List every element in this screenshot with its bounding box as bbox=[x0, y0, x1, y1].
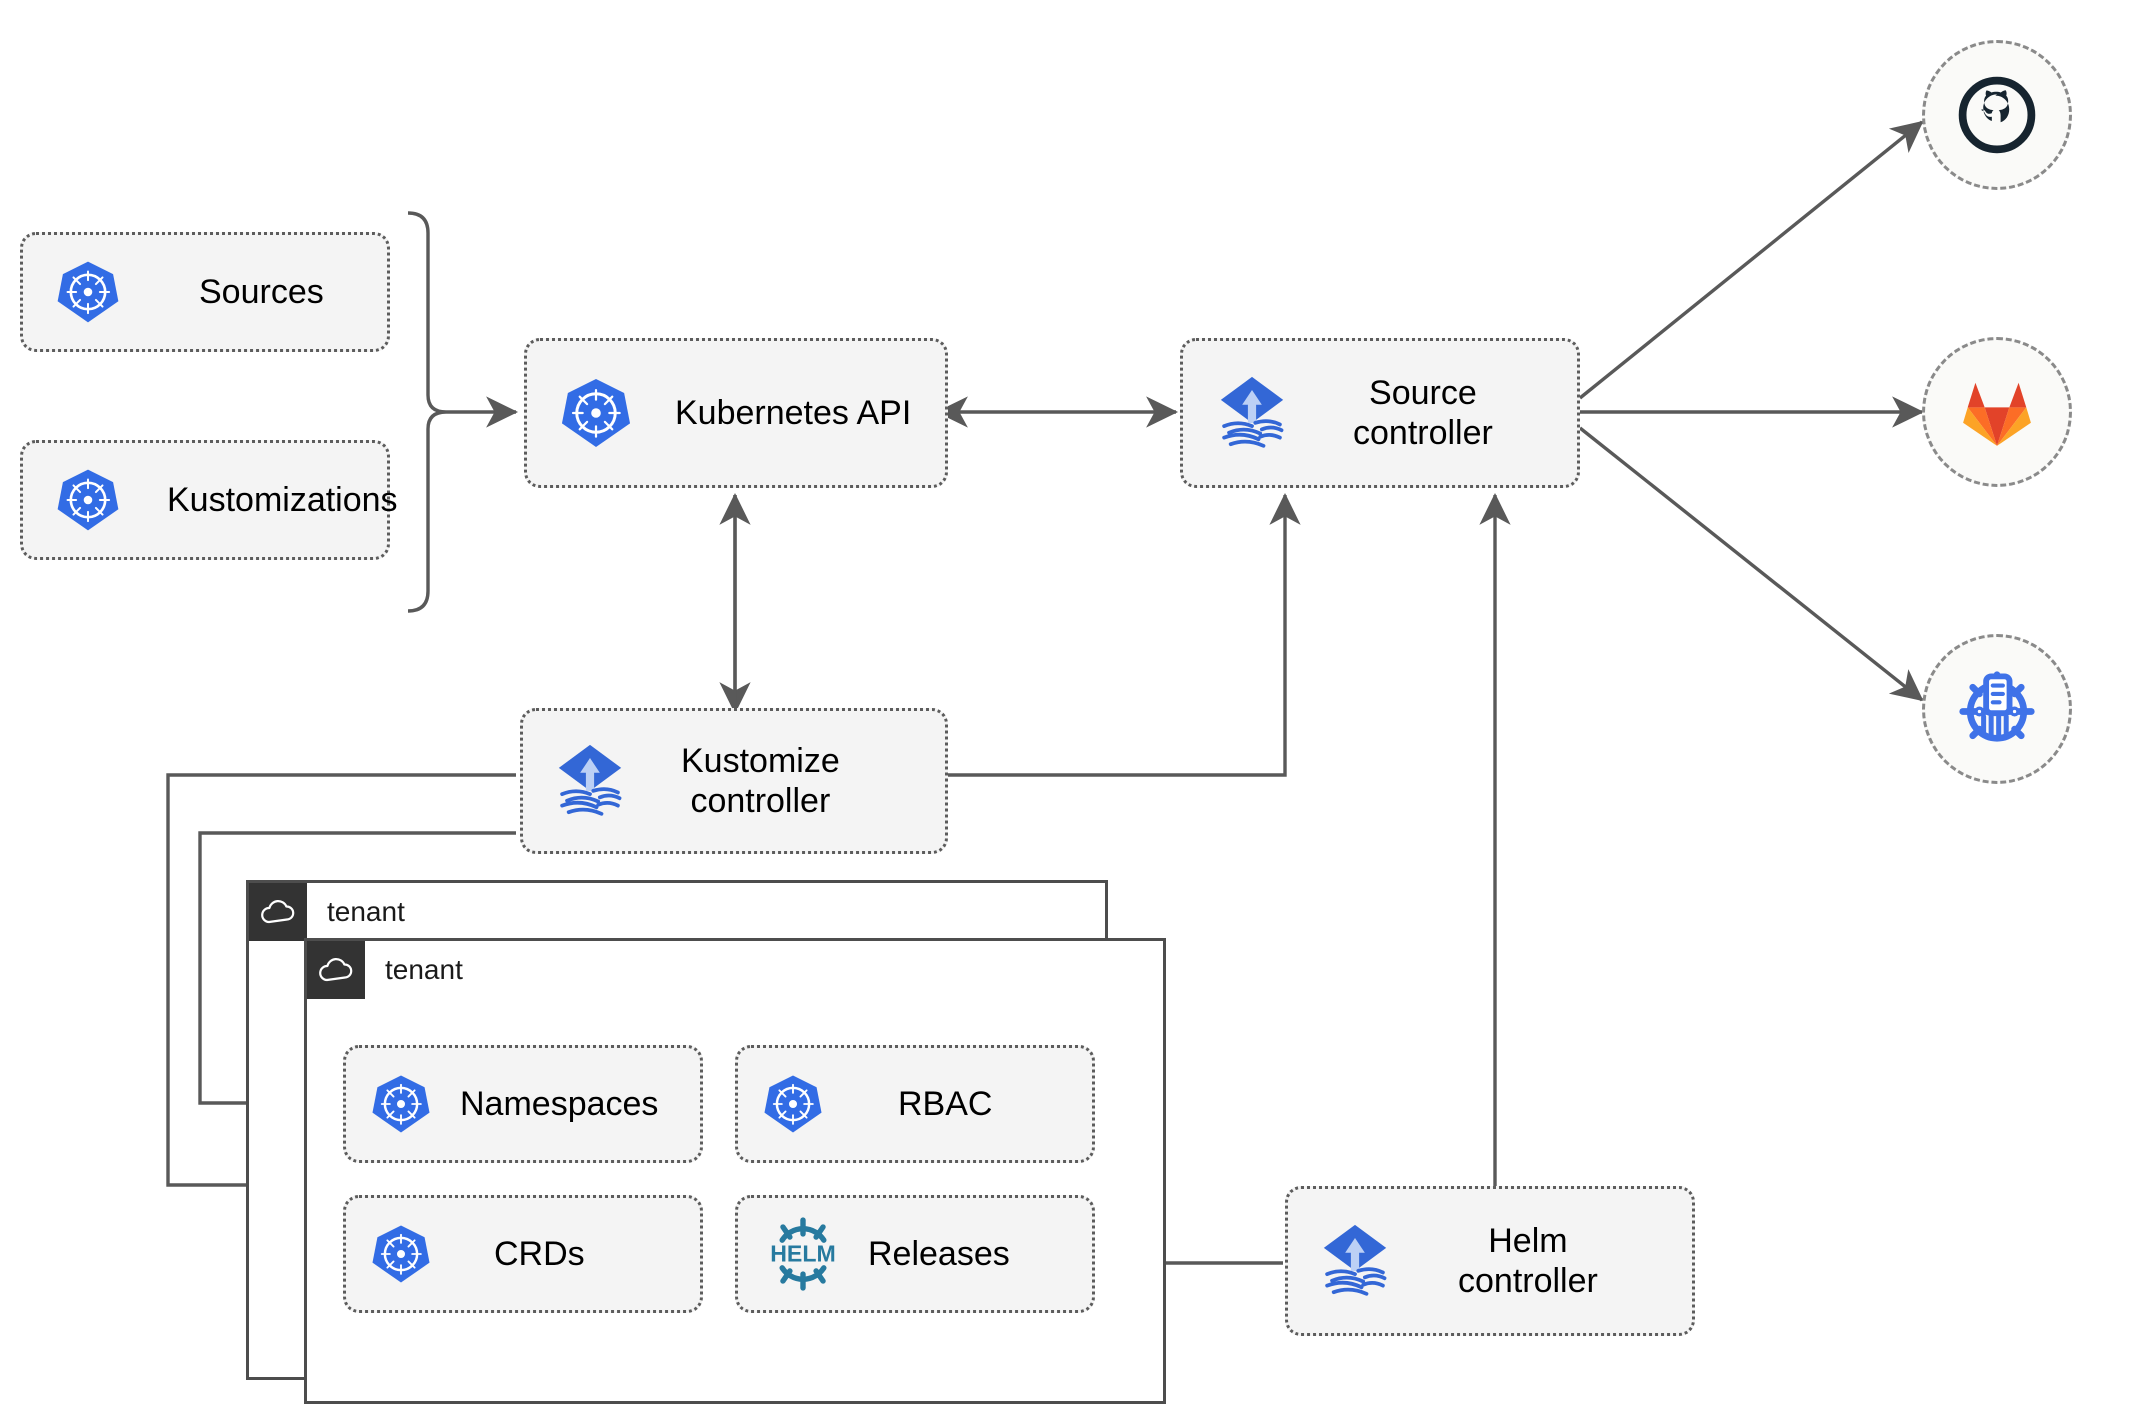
node-label: Kustomizations bbox=[167, 480, 398, 519]
node-kustomizations[interactable]: Kustomizations bbox=[20, 440, 398, 560]
node-label: Kubernetes API bbox=[675, 393, 912, 432]
node-label: RBAC bbox=[898, 1084, 993, 1123]
helm-icon: HELM bbox=[760, 1217, 846, 1291]
node-kubernetes-api[interactable]: Kubernetes API bbox=[524, 338, 948, 488]
provider-helm-repository[interactable] bbox=[1922, 634, 2072, 784]
node-label: CRDs bbox=[494, 1234, 585, 1273]
wire-source-to-helmrepo bbox=[1578, 426, 1924, 702]
helm-repo-icon bbox=[1959, 671, 2035, 742]
node-kustomize-controller[interactable]: Kustomize controller bbox=[520, 708, 948, 854]
flux-icon bbox=[549, 740, 631, 822]
svg-text:HELM: HELM bbox=[770, 1241, 835, 1267]
cloud-icon bbox=[249, 883, 307, 941]
group-brace bbox=[407, 211, 447, 613]
node-rbac[interactable]: RBAC bbox=[735, 1045, 1095, 1163]
cloud-icon bbox=[307, 941, 365, 999]
node-source-controller[interactable]: Source controller bbox=[1180, 338, 1580, 488]
flux-icon bbox=[1211, 372, 1293, 454]
node-releases[interactable]: HELM Releases bbox=[735, 1195, 1095, 1313]
wire-source-to-github bbox=[1578, 120, 1924, 400]
node-helm-controller[interactable]: Helm controller bbox=[1285, 1186, 1695, 1336]
gitlab-icon bbox=[1963, 382, 2031, 446]
node-label: Namespaces bbox=[460, 1084, 659, 1123]
kubernetes-icon bbox=[559, 376, 633, 450]
tenant-label: tenant bbox=[327, 896, 405, 927]
node-label: Releases bbox=[868, 1234, 1010, 1273]
kubernetes-icon bbox=[370, 1223, 432, 1285]
kubernetes-icon bbox=[762, 1073, 824, 1135]
kubernetes-icon bbox=[55, 467, 121, 533]
kubernetes-icon bbox=[55, 259, 121, 325]
node-namespaces[interactable]: Namespaces bbox=[343, 1045, 703, 1163]
kubernetes-icon bbox=[370, 1073, 432, 1135]
github-icon bbox=[1958, 76, 2036, 154]
flux-icon bbox=[1314, 1220, 1396, 1302]
tenant-titlebar: tenant bbox=[249, 883, 405, 941]
node-label: Helm controller bbox=[1458, 1221, 1598, 1300]
node-crds[interactable]: CRDs bbox=[343, 1195, 703, 1313]
provider-gitlab[interactable] bbox=[1922, 337, 2072, 487]
provider-github[interactable] bbox=[1922, 40, 2072, 190]
node-label: Sources bbox=[199, 272, 324, 311]
wire-kustomize-to-source bbox=[948, 492, 1301, 777]
tenant-window-inner[interactable]: tenant Namespaces bbox=[304, 938, 1166, 1404]
node-label: Kustomize controller bbox=[681, 741, 840, 820]
node-label: Source controller bbox=[1353, 373, 1493, 452]
tenant-label: tenant bbox=[385, 954, 463, 985]
tenant-titlebar: tenant bbox=[307, 941, 463, 999]
node-sources[interactable]: Sources bbox=[20, 232, 390, 352]
